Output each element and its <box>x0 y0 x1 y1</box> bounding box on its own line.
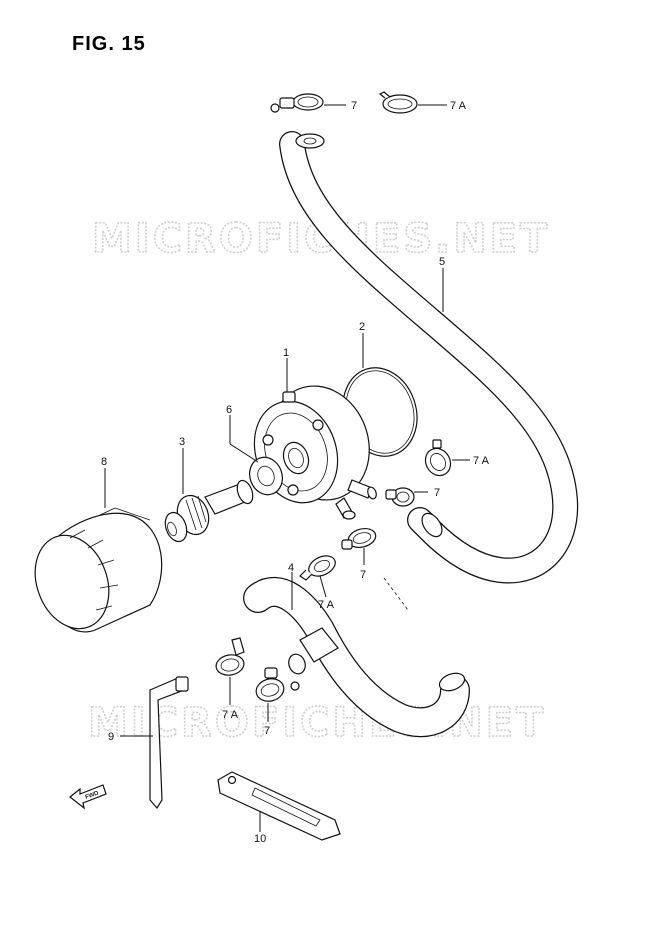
clamp-7-top <box>270 93 324 113</box>
callout-9: 9 <box>108 731 114 743</box>
clamp-7a-hose <box>299 555 336 581</box>
callout-5: 5 <box>439 256 445 268</box>
callout-7a-hose: 7 A <box>318 599 335 611</box>
part-6-gasket <box>249 456 283 496</box>
callout-6: 6 <box>226 404 232 416</box>
part-1-oil-cooler <box>253 385 377 520</box>
clamp-7a-low <box>215 637 245 676</box>
leader-lines <box>104 104 470 832</box>
watermark-bottom: MICROFICHES.NET <box>88 700 546 746</box>
part-4-hose <box>243 577 470 738</box>
callout-7-low: 7 <box>264 725 270 737</box>
fwd-label: FWD <box>85 790 101 801</box>
clamp-7a-mid <box>424 439 452 477</box>
callout-2: 2 <box>359 321 365 333</box>
clamp-7a-top <box>378 91 418 114</box>
clamp-7-mid2 <box>341 527 377 550</box>
callout-7a-mid: 7 A <box>473 455 490 467</box>
callout-7a-top: 7 A <box>450 100 467 112</box>
part-8-oil-filter <box>34 507 163 633</box>
callout-7a-low: 7 A <box>222 709 239 721</box>
part-3-union-bolt <box>164 479 254 543</box>
callout-8: 8 <box>101 456 107 468</box>
callout-4: 4 <box>288 562 294 574</box>
callout-3: 3 <box>179 436 185 448</box>
callout-1: 1 <box>283 347 289 359</box>
clamp-7-low <box>255 667 300 702</box>
clamp-7-mid1 <box>385 487 415 507</box>
part-5-hose <box>279 131 579 584</box>
callout-7-mid1: 7 <box>434 487 440 499</box>
callout-labels: 7 7 A 5 2 1 6 3 8 7 A 7 7 4 7 A 7 A 7 9 … <box>101 100 490 845</box>
callout-7-mid2: 7 <box>360 569 366 581</box>
part-10-plate <box>217 771 341 841</box>
fwd-arrow-icon: FWD <box>69 784 107 810</box>
part-9-bracket-rod <box>149 676 189 810</box>
callout-7-top: 7 <box>351 100 357 112</box>
callout-10: 10 <box>254 833 266 845</box>
figure-title: FIG. 15 <box>72 33 146 55</box>
